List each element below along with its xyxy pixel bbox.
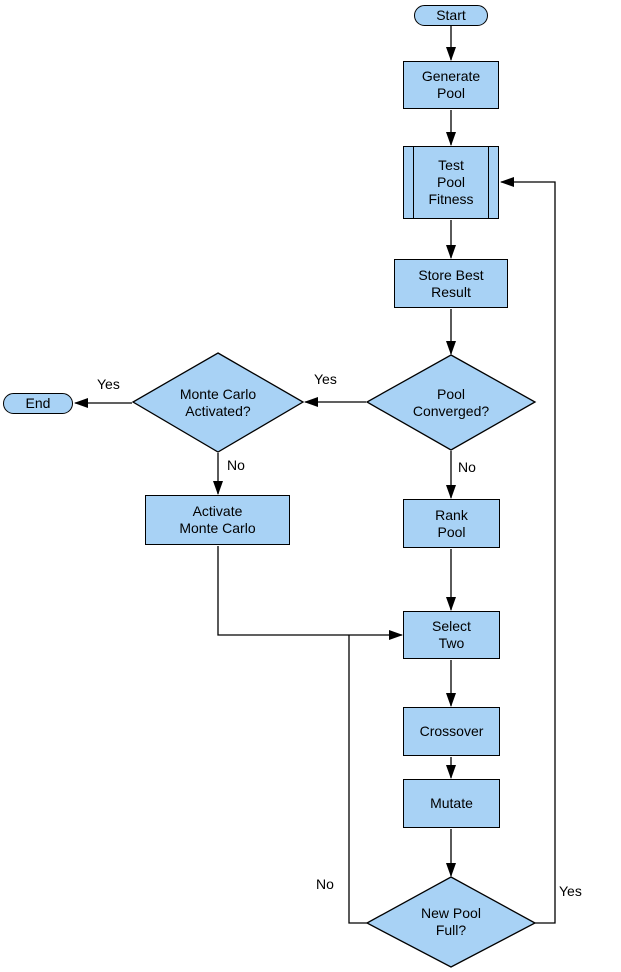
edge-label-monte-carlo-no: No bbox=[227, 457, 245, 473]
node-start: Start bbox=[414, 5, 488, 26]
node-pool-converged: Pool Converged? bbox=[367, 355, 535, 450]
edge-activate-to-select-two bbox=[217, 546, 403, 640]
node-monte-carlo-activated-label: Monte Carlo Activated? bbox=[179, 385, 257, 419]
decision-new-pool-full-shape bbox=[365, 876, 537, 968]
node-mutate: Mutate bbox=[403, 779, 500, 828]
node-generate-pool: Generate Pool bbox=[403, 61, 499, 109]
node-rank-pool: Rank Pool bbox=[403, 499, 500, 548]
decision-pool-converged-shape bbox=[365, 354, 537, 451]
node-rank-pool-label: Rank Pool bbox=[435, 506, 468, 540]
node-monte-carlo-activated: Monte Carlo Activated? bbox=[133, 353, 303, 452]
edge-label-pool-converged-no: No bbox=[458, 459, 476, 475]
node-mutate-label: Mutate bbox=[430, 795, 473, 811]
decision-monte-carlo-activated-shape bbox=[131, 352, 305, 453]
node-end: End bbox=[3, 393, 73, 414]
edge-new-pool-no-loop bbox=[348, 635, 367, 924]
node-pool-converged-label: Pool Converged? bbox=[412, 385, 490, 419]
edge-label-monte-carlo-yes: Yes bbox=[97, 376, 120, 392]
node-select-two: Select Two bbox=[403, 611, 500, 659]
node-select-two-label: Select Two bbox=[432, 618, 471, 651]
node-store-best-result-label: Store Best Result bbox=[418, 266, 484, 300]
node-generate-pool-label: Generate Pool bbox=[421, 68, 481, 101]
node-crossover: Crossover bbox=[403, 707, 500, 756]
node-test-pool-fitness: Test Pool Fitness bbox=[403, 146, 499, 219]
node-new-pool-full-label: New Pool Full? bbox=[421, 905, 481, 938]
predefined-process-bar-left bbox=[413, 147, 414, 218]
edge-label-pool-converged-yes: Yes bbox=[314, 371, 337, 387]
edge-new-pool-yes-loop bbox=[500, 177, 556, 924]
node-end-label: End bbox=[25, 395, 51, 411]
node-new-pool-full: New Pool Full? bbox=[367, 877, 535, 967]
node-start-label: Start bbox=[436, 7, 466, 23]
node-crossover-label: Crossover bbox=[419, 723, 484, 739]
node-test-pool-fitness-label: Test Pool Fitness bbox=[428, 157, 474, 207]
node-activate-monte-carlo-label: Activate Monte Carlo bbox=[179, 503, 256, 536]
predefined-process-bar-right bbox=[488, 147, 489, 218]
edge-label-new-pool-full-no: No bbox=[316, 876, 334, 892]
node-activate-monte-carlo: Activate Monte Carlo bbox=[145, 495, 290, 545]
edge-label-new-pool-full-yes: Yes bbox=[559, 883, 582, 899]
node-store-best-result: Store Best Result bbox=[394, 259, 508, 308]
